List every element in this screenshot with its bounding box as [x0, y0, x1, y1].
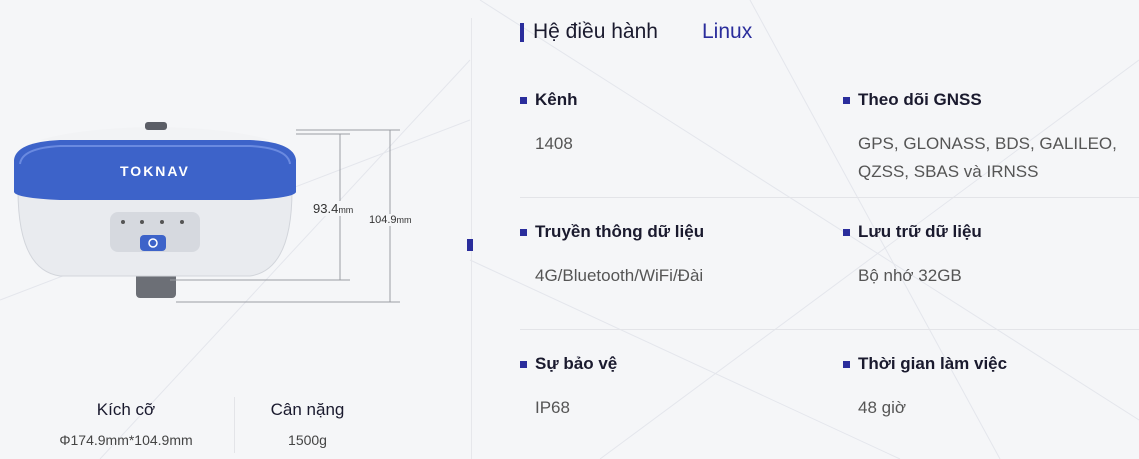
- spec-title: Thời gian làm việc: [858, 354, 1008, 373]
- spec-protection: Sự bảo vệ IP68: [520, 354, 617, 422]
- height-dimension-label: 93.4mm: [311, 201, 356, 216]
- spec-working-time: Thời gian làm việc 48 giờ: [843, 354, 1007, 422]
- size-spec: Kích cỡ Φ174.9mm*104.9mm: [46, 400, 206, 448]
- spec-gnss-tracking: Theo dõi GNSS GPS, GLONASS, BDS, GALILEO…: [843, 90, 1117, 186]
- spec-value: IP68: [535, 398, 570, 417]
- weight-value: 1500g: [288, 432, 327, 448]
- spec-channels: Kênh 1408: [520, 90, 578, 158]
- bullet-square-icon: [520, 360, 527, 368]
- spec-title: Sự bảo vệ: [535, 354, 618, 373]
- weight-spec: Cân nặng 1500g: [250, 400, 365, 448]
- os-value: Linux: [702, 20, 753, 43]
- spec-data-storage: Lưu trữ dữ liệu Bộ nhớ 32GB: [843, 222, 982, 290]
- spec-value: 1408: [535, 134, 573, 153]
- weight-title: Cân nặng: [270, 400, 345, 419]
- spec-data-communication: Truyền thông dữ liệu 4G/Bluetooth/WiFi/Đ…: [520, 222, 704, 290]
- spec-value: 48 giờ: [858, 398, 907, 417]
- total-dimension-label: 104.9mm: [367, 214, 414, 226]
- bullet-square-icon: [843, 96, 850, 104]
- size-value: Φ174.9mm*104.9mm: [59, 432, 193, 448]
- row-divider: [520, 329, 1139, 330]
- spec-value: Bộ nhớ 32GB: [858, 266, 962, 285]
- bullet-square-icon: [843, 360, 850, 368]
- bullet-square-icon: [520, 228, 527, 236]
- device-brand-text: TOKNAV: [120, 163, 190, 179]
- bullet-square-icon: [520, 96, 527, 104]
- left-spec-divider: [234, 397, 235, 453]
- size-title: Kích cỡ: [96, 400, 156, 419]
- spec-title: Lưu trữ dữ liệu: [858, 222, 982, 241]
- column-divider: [471, 18, 472, 459]
- gnss-receiver-image: TOKNAV: [14, 122, 400, 303]
- spec-title: Truyền thông dữ liệu: [535, 222, 705, 241]
- os-accent-bar: [520, 23, 524, 42]
- spec-title: Kênh: [535, 90, 578, 109]
- spec-value: 4G/Bluetooth/WiFi/Đài: [535, 266, 704, 285]
- divider-marker: [467, 239, 473, 251]
- spec-title: Theo dõi GNSS: [858, 90, 982, 109]
- row-divider: [520, 197, 1139, 198]
- bullet-square-icon: [843, 228, 850, 236]
- spec-value: GPS, GLONASS, BDS, GALILEO,QZSS, SBAS và…: [858, 134, 1117, 181]
- os-title: Hệ điều hành: [533, 20, 658, 43]
